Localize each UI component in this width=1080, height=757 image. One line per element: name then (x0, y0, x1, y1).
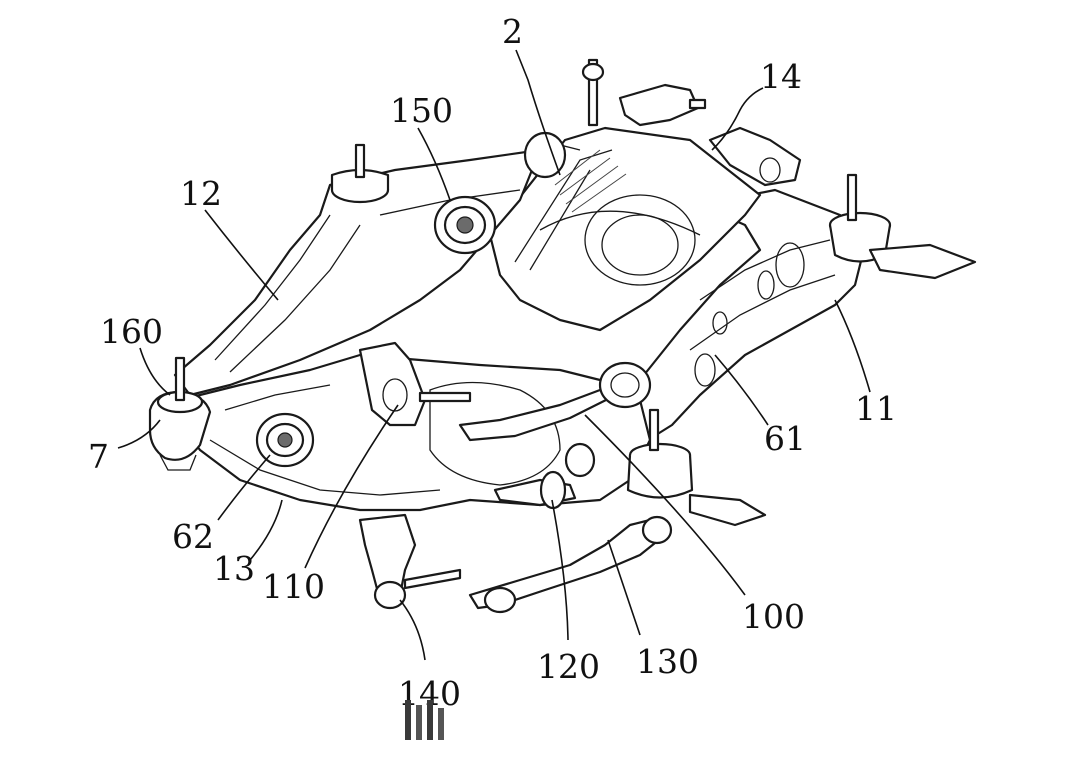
subframe-assembly (148, 58, 977, 614)
label-150: 150 (390, 91, 453, 130)
leader-140 (399, 599, 426, 661)
leader-61 (714, 354, 769, 426)
label-120: 120 (537, 647, 600, 686)
label-62: 62 (172, 517, 214, 556)
leader-7 (117, 419, 161, 449)
left-front-mount (148, 356, 212, 471)
label-100: 100 (742, 597, 805, 636)
label-11: 11 (855, 389, 897, 428)
left-rear-mount (330, 143, 390, 204)
leader-160 (139, 347, 171, 396)
right-front-mount (626, 408, 767, 527)
front-crossmember (488, 126, 762, 332)
leader-14 (711, 87, 764, 151)
leader-62 (217, 454, 271, 521)
leader-120 (551, 499, 569, 641)
link-100 (458, 361, 652, 442)
label-7: 7 (88, 437, 109, 476)
watermark-logo (405, 700, 444, 740)
leader-100 (584, 414, 746, 596)
leader-2 (515, 49, 561, 176)
bushing-150 (433, 195, 497, 255)
label-61: 61 (764, 419, 806, 458)
leader-12 (204, 209, 279, 301)
right-rear-mount (828, 173, 977, 280)
label-130: 130 (636, 642, 699, 681)
label-14: 14 (760, 57, 802, 96)
leader-110 (304, 404, 399, 569)
bushing-62 (255, 412, 315, 468)
label-110: 110 (262, 567, 325, 606)
leader-13 (249, 499, 283, 561)
label-12: 12 (180, 174, 222, 213)
leader-11 (834, 299, 871, 393)
link-130 (468, 515, 673, 614)
leader-130 (607, 539, 641, 636)
label-160: 160 (100, 312, 163, 351)
link-14 (581, 58, 802, 187)
link-120 (493, 442, 596, 510)
leader-150 (417, 127, 451, 201)
link-140 (358, 513, 462, 610)
label-13: 13 (213, 549, 255, 588)
leader-lines (117, 49, 871, 661)
label-2: 2 (502, 12, 523, 51)
link-110 (358, 341, 472, 427)
